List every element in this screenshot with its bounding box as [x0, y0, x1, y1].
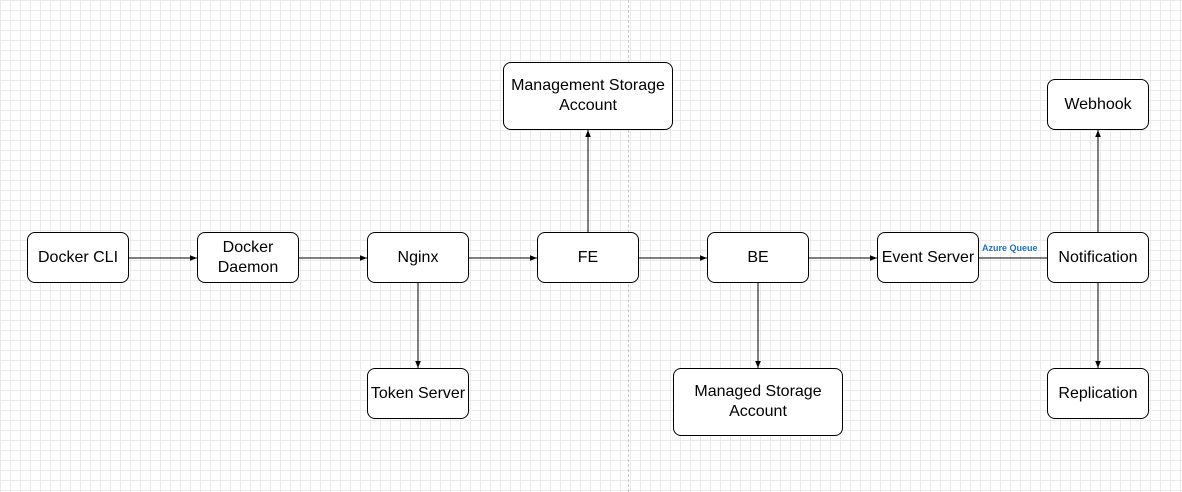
- node-management-storage-account[interactable]: Management Storage Account: [503, 62, 673, 130]
- node-nginx[interactable]: Nginx: [367, 232, 469, 283]
- edge-label-azure-queue: Azure Queue: [982, 243, 1038, 254]
- node-managed-storage-account[interactable]: Managed Storage Account: [673, 368, 843, 436]
- node-replication[interactable]: Replication: [1047, 368, 1149, 419]
- node-token-server[interactable]: Token Server: [367, 368, 469, 419]
- node-webhook[interactable]: Webhook: [1047, 79, 1149, 130]
- node-fe[interactable]: FE: [537, 232, 639, 283]
- node-be[interactable]: BE: [707, 232, 809, 283]
- node-docker-daemon[interactable]: Docker Daemon: [197, 232, 299, 283]
- node-notification[interactable]: Notification: [1047, 232, 1149, 283]
- node-event-server[interactable]: Event Server: [877, 232, 979, 283]
- node-docker-cli[interactable]: Docker CLI: [27, 232, 129, 283]
